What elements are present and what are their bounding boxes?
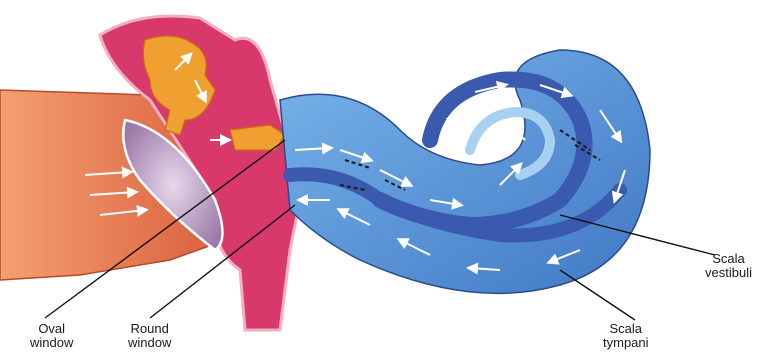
label-scala-tympani: Scala tympani	[603, 322, 649, 350]
label-scala-vestibuli: Scala vestibuli	[705, 252, 752, 280]
label-round-window: Round window	[128, 322, 171, 350]
label-oval-window: Oval window	[30, 322, 73, 350]
leader-scala-tympani	[560, 270, 635, 320]
